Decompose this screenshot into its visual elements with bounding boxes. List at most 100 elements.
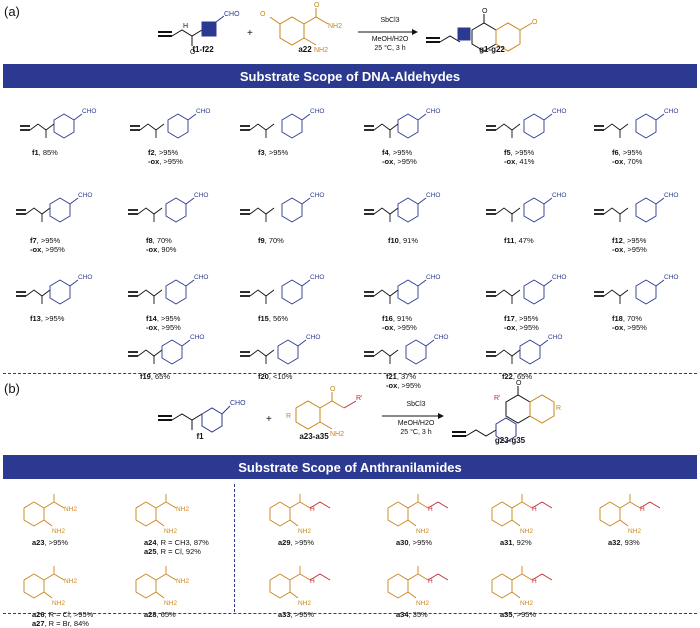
yield-value: , >95% [618, 148, 643, 157]
amide-n-label: H [428, 578, 433, 585]
compound-id: a24 [144, 538, 157, 547]
ox-yield-line: -ox, >95% [382, 157, 417, 166]
aldehyde-structure-f22 [486, 339, 549, 365]
aldehyde-entry-f21: CHO [364, 334, 448, 365]
anthranilamide-generic [295, 392, 357, 430]
yield-value: , 65% [150, 372, 171, 381]
yield-value: , >95% [515, 323, 539, 332]
aryl-nh2-label: NH2 [628, 528, 641, 535]
yield-value: , >95% [388, 148, 413, 157]
anthranilamide-yield-a35: a35, >95% [500, 610, 536, 619]
aryl-nh2-label: NH2 [298, 600, 311, 607]
compound-id: a23 [32, 538, 45, 547]
aldehyde-entry-f18: CHO [594, 274, 678, 305]
b-product-label: g23-g35 [494, 436, 526, 445]
cho-label: CHO [306, 334, 320, 341]
aldehyde-entry-f8: CHO [128, 192, 208, 223]
amide-n-label: H [310, 506, 315, 513]
aryl-nh2-label: NH2 [164, 600, 177, 607]
yield-line: f11, 47% [504, 236, 534, 245]
yield-line: f12, >95% [612, 236, 647, 245]
yield-value: , >95% [264, 148, 289, 157]
aldehyde-structure-f17 [486, 279, 553, 305]
anthranilamide-structure-a24 [135, 494, 177, 527]
yield-value: , 35% [408, 610, 428, 619]
compound-id: a33 [278, 610, 291, 619]
aldehyde-entry-f10: CHO [364, 192, 440, 223]
aryl-nh2-label: NH2 [520, 528, 533, 535]
compound-id: f11 [504, 236, 515, 245]
compound-id: f10 [388, 236, 399, 245]
cho-label: CHO [552, 108, 566, 115]
aldehyde-structure-f8 [128, 197, 195, 223]
yield-value: , 91% [398, 236, 419, 245]
cho-label: CHO [194, 192, 208, 199]
amide-n-label: NH2 [64, 506, 77, 513]
aldehyde-entry-f22: CHO [486, 334, 562, 365]
aldehyde-structure-f1 [20, 113, 83, 139]
aldehyde-yield-f10: f10, 91% [388, 236, 418, 245]
banner-anthranilamides: Substrate Scope of Anthranilamides [3, 455, 697, 479]
yield-value: , 70% [623, 157, 643, 166]
ox-yield-line: -ox, >95% [504, 323, 539, 332]
aldehyde-entry-f2: CHO [130, 108, 210, 139]
yield-value: , >95% [622, 236, 647, 245]
yield-value: , R = Br, 84% [44, 619, 89, 628]
yield-line: f8, 70% [146, 236, 176, 245]
anthranilamide-yield-a30: a30, >95% [396, 538, 432, 547]
aryl-nh2-label: NH2 [52, 528, 65, 535]
aldehyde-yield-f12: f12, >95%-ox, >95% [612, 236, 647, 254]
aldehyde-structure-f9 [240, 197, 311, 223]
yield-value: , >95% [510, 148, 535, 157]
yield-value: , <10% [268, 372, 293, 381]
b-reagent1-label: f1 [196, 432, 204, 441]
yield-line: f22, 65% [502, 372, 532, 381]
compound-id: f4 [382, 148, 389, 157]
yield-value: , >95% [290, 610, 315, 619]
cho-label: CHO [426, 274, 440, 281]
atom-o: O [190, 49, 196, 56]
plus-sign: + [247, 28, 253, 39]
anthranilamide-structure-a31 [491, 494, 553, 527]
aldehyde-yield-f5: f5, >95%-ox, 41% [504, 148, 534, 166]
bp-r: R [556, 405, 561, 412]
aldehyde-entry-f4: CHO [364, 108, 440, 139]
yield-line: f21, 37% [386, 372, 421, 381]
amide-n-label: H [532, 506, 537, 513]
aldehyde-entry-f3: CHO [240, 108, 324, 139]
amide-n-label: NH2 [176, 578, 189, 585]
yield-value: , >95% [156, 314, 181, 323]
aldehyde-yield-f13: f13, >95% [30, 314, 64, 323]
aldehyde-entry-f1: CHO [20, 108, 96, 139]
scheme-a: H O CHO + O O NH2 NH2 O O [158, 2, 538, 56]
compound-id: f19 [140, 372, 151, 381]
product-generic [452, 386, 555, 443]
aldehyde-yield-f14: f14, >95%-ox, >95% [146, 314, 181, 332]
b-cho: CHO [230, 400, 246, 407]
reagent2-label: a22 [298, 45, 312, 54]
yield-value: , >95% [157, 323, 181, 332]
aldehyde-structure-f7 [16, 197, 79, 223]
compound-id: f9 [258, 236, 265, 245]
cho-label: CHO [224, 11, 240, 18]
aldehyde-structure-f10 [364, 197, 427, 223]
yield-line: f18, 70% [612, 314, 647, 323]
yield-line: f5, >95% [504, 148, 534, 157]
yield-value: , 70% [152, 236, 172, 245]
yield-value: , >95% [408, 538, 433, 547]
yield-line: f9, 70% [258, 236, 284, 245]
yield-value: , >95% [514, 314, 539, 323]
product-quinazolinone [426, 14, 533, 52]
compound-id: f12 [612, 236, 623, 245]
aldehyde-yield-f21: f21, 37%-ox, >95% [386, 372, 421, 390]
aldehyde-structure-f2 [130, 113, 197, 139]
b-condition-catalyst: SbCl3 [406, 401, 426, 408]
yield-line: f4, >95% [382, 148, 417, 157]
divider-a [3, 373, 697, 374]
compound-id: -ox [382, 157, 394, 166]
aldehyde-structure-f15 [240, 279, 311, 305]
aldehyde-yield-f18: f18, 70%-ox, >95% [612, 314, 647, 332]
yield-value: , >95% [397, 381, 421, 390]
